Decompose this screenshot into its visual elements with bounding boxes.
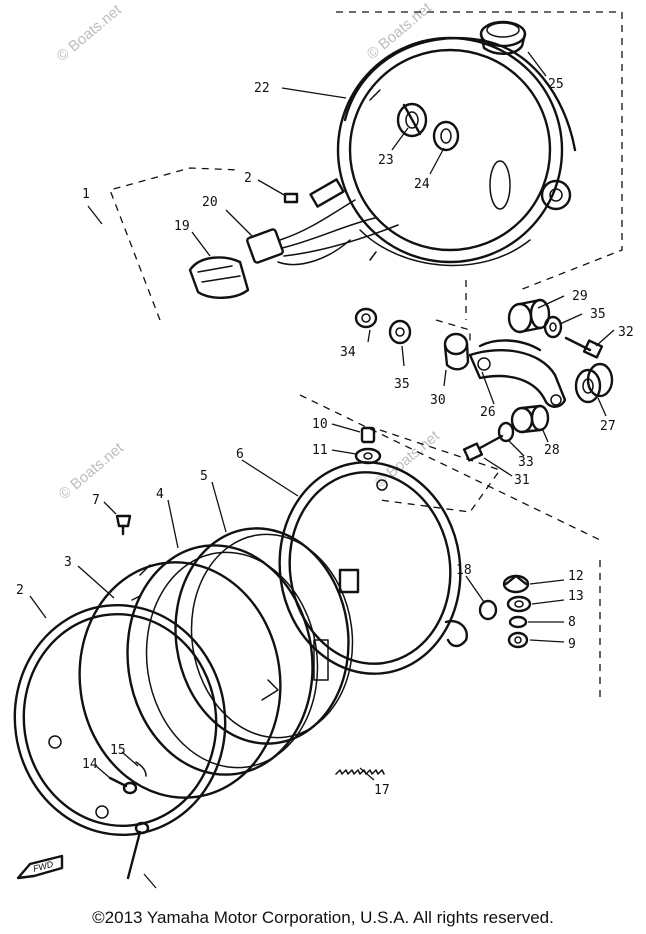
watermark-1: © Boats.net [54,1,126,65]
grommet-25 [479,20,527,55]
callout-31: 31 [514,473,530,488]
leader-lines [29,51,615,889]
callout-12: 12 [568,569,584,584]
bolt-31 [462,434,504,462]
nut-34 [354,307,378,329]
headlight-housing-22 [336,36,577,267]
callout-13: 13 [568,589,584,604]
washer-11 [354,447,382,465]
spring-15 [135,761,147,777]
callout-29: 29 [572,289,588,304]
callout-25: 25 [548,77,564,92]
assembly-guide-lines [109,11,623,700]
forward-arrow-icon: FWD [16,854,64,880]
terminal-2 [283,192,299,204]
screw-16 [126,821,150,880]
callout-26: 26 [480,405,496,420]
grommet-23 [396,102,428,138]
callout-7: 7 [92,493,100,508]
screw-7 [115,514,132,536]
callout-19: 19 [174,219,190,234]
callout-35-lower: 35 [394,377,410,392]
washer-35-lower [388,319,412,345]
collar-29 [507,298,551,334]
bolt-32 [564,336,604,359]
connector-cover-19 [188,256,250,299]
callout-33: 33 [518,455,534,470]
grommet-12 [502,574,530,594]
callout-28: 28 [544,443,560,458]
spring-washer-8 [508,615,528,629]
callout-2: 2 [244,171,252,186]
callout-18: 18 [456,563,472,578]
callout-11: 11 [312,443,328,458]
callout-1: 1 [82,187,90,202]
nut-18 [478,599,498,621]
callout-numbers: 1 2 20 19 22 23 24 25 29 35 32 34 35 30 … [16,77,634,798]
spring-17 [335,769,385,775]
grommet-24 [432,120,460,152]
sealed-beam-ring-3 [78,561,282,799]
headlight-exploded-diagram: © Boats.net © Boats.net © Boats.net © Bo… [13,0,634,889]
collar-28 [510,404,550,434]
wiring-connector-20 [246,178,399,266]
callout-4: 4 [156,487,164,502]
mounting-ring-5 [174,527,354,745]
callout-14: 14 [82,757,98,772]
mounting-bracket-26 [468,339,567,408]
collar-30 [443,332,470,371]
nut-9 [507,631,529,649]
screw-14 [108,776,138,795]
callout-30: 30 [430,393,446,408]
damper-27 [574,362,614,404]
callout-17: 17 [374,783,390,798]
rim-2 [13,603,227,837]
callout-15: 15 [110,743,126,758]
callout-3: 3 [64,555,72,570]
callout-8: 8 [568,615,576,630]
washer-13 [506,595,532,613]
callout-6: 6 [236,447,244,462]
sealed-beam-unit-4 [126,544,319,776]
callout-2-rim: 2 [16,583,24,598]
callout-5: 5 [200,469,208,484]
callout-23: 23 [378,153,394,168]
callout-32: 32 [618,325,634,340]
callout-35-upper: 35 [590,307,606,322]
callout-22: 22 [254,81,270,96]
copyright-notice: ©2013 Yamaha Motor Corporation, U.S.A. A… [92,908,554,927]
callout-10: 10 [312,417,328,432]
callout-24: 24 [414,177,430,192]
headlight-frame-6 [278,461,468,675]
callout-27: 27 [600,419,616,434]
callout-9: 9 [568,637,576,652]
callout-34: 34 [340,345,356,360]
washer-35-upper [543,315,563,339]
callout-20: 20 [202,195,218,210]
washer-33 [497,421,515,443]
screw-10 [360,426,376,444]
